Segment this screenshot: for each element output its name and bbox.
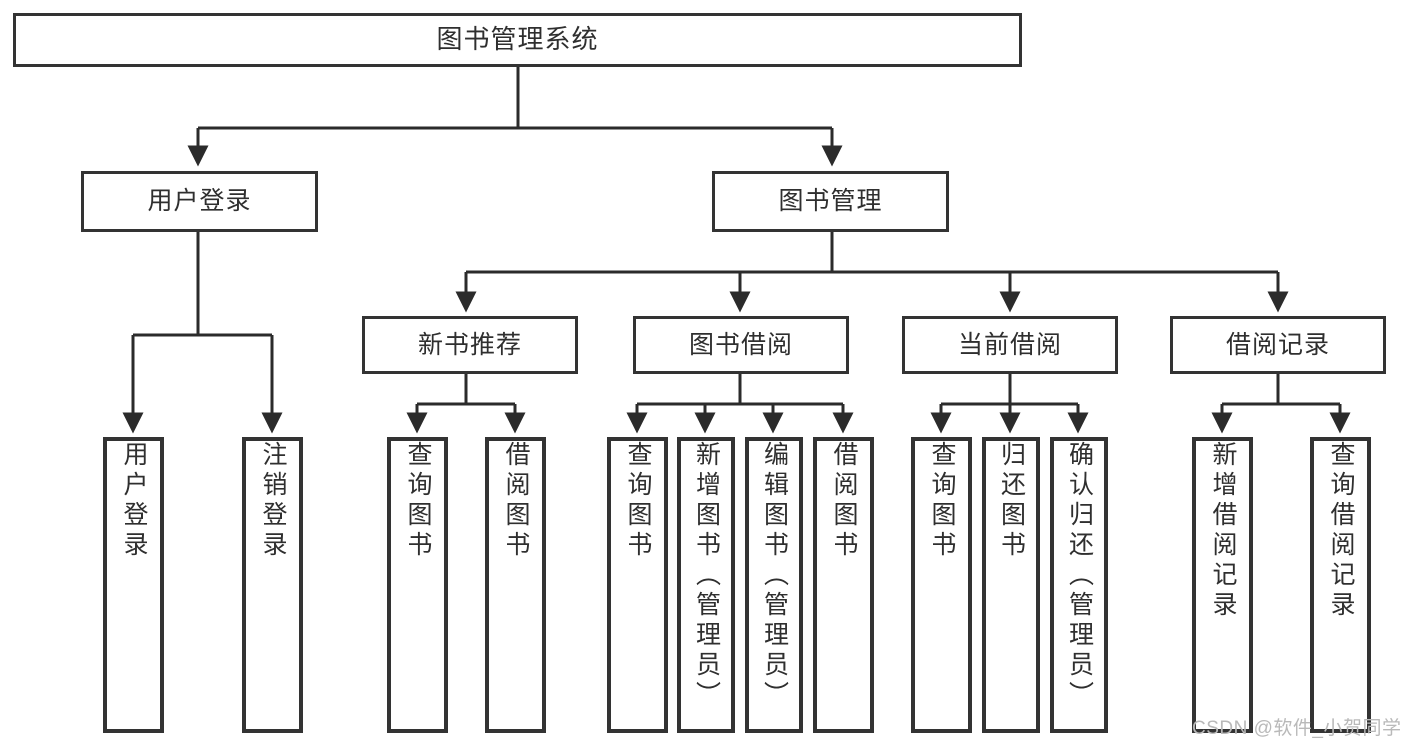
- leaf-query-book-current[interactable]: 查询图书: [911, 437, 972, 733]
- node-label: 新书推荐: [417, 330, 522, 359]
- node-root-library-system[interactable]: 图书管理系统: [13, 13, 1022, 67]
- leaf-return-book[interactable]: 归还图书: [982, 437, 1040, 733]
- node-label: 借阅记录: [1225, 330, 1330, 359]
- node-label: 归还图书: [997, 441, 1026, 561]
- node-new-book-recommend[interactable]: 新书推荐: [362, 316, 578, 374]
- node-user-login[interactable]: 用户登录: [81, 171, 318, 232]
- node-borrow-record[interactable]: 借阅记录: [1170, 316, 1386, 374]
- node-label: 编辑图书（管理员）: [760, 441, 789, 711]
- node-label: 查询借阅记录: [1327, 441, 1355, 621]
- leaf-borrow-book-recommend[interactable]: 借阅图书: [485, 437, 546, 733]
- node-label: 图书管理系统: [436, 24, 599, 55]
- leaf-borrow-book[interactable]: 借阅图书: [813, 437, 874, 733]
- node-label: 查询图书: [404, 441, 432, 561]
- node-label: 借阅图书: [502, 441, 530, 561]
- leaf-add-borrow-record[interactable]: 新增借阅记录: [1192, 437, 1253, 733]
- leaf-query-book-recommend[interactable]: 查询图书: [387, 437, 448, 733]
- leaf-logout[interactable]: 注销登录: [242, 437, 303, 733]
- leaf-query-book-borrow[interactable]: 查询图书: [607, 437, 668, 733]
- node-label: 查询图书: [928, 441, 956, 561]
- leaf-user-login[interactable]: 用户登录: [103, 437, 164, 733]
- leaf-confirm-return-admin[interactable]: 确认归还（管理员）: [1050, 437, 1108, 733]
- node-label: 图书借阅: [688, 330, 793, 359]
- node-label: 注销登录: [259, 441, 287, 561]
- node-current-borrow[interactable]: 当前借阅: [902, 316, 1118, 374]
- leaf-edit-book-admin[interactable]: 编辑图书（管理员）: [745, 437, 803, 733]
- node-label: 用户登录: [147, 187, 252, 216]
- node-label: 新增借阅记录: [1209, 441, 1237, 621]
- leaf-query-borrow-record[interactable]: 查询借阅记录: [1310, 437, 1371, 733]
- node-label: 新增图书（管理员）: [692, 441, 721, 711]
- node-label: 当前借阅: [957, 330, 1062, 359]
- node-label: 借阅图书: [830, 441, 858, 561]
- node-label: 确认归还（管理员）: [1065, 441, 1094, 711]
- node-book-borrow[interactable]: 图书借阅: [633, 316, 849, 374]
- csdn-watermark: CSDN @软件_小贺同学: [1192, 718, 1402, 739]
- node-label: 用户登录: [120, 441, 148, 561]
- node-book-management[interactable]: 图书管理: [712, 171, 949, 232]
- node-label: 图书管理: [778, 187, 883, 216]
- leaf-add-book-admin[interactable]: 新增图书（管理员）: [677, 437, 735, 733]
- node-label: 查询图书: [624, 441, 652, 561]
